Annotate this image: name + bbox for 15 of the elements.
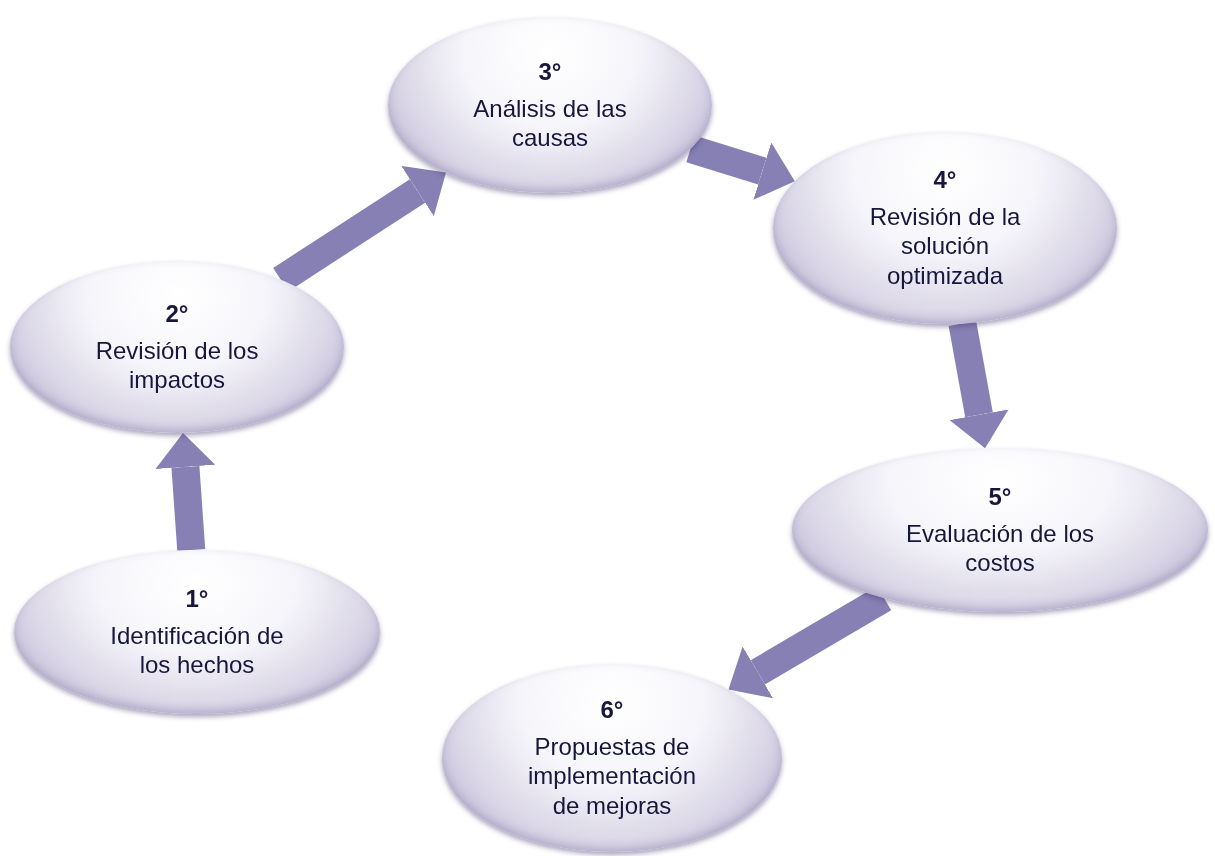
step-number: 4° — [933, 166, 957, 195]
block-arrow — [155, 432, 216, 552]
step-number: 3° — [538, 57, 562, 86]
step-number: 2° — [165, 299, 189, 328]
step-label: Propuestas de implementación de mejoras — [526, 732, 698, 820]
step-label: Evaluación de los costos — [904, 518, 1096, 578]
step-number: 1° — [185, 584, 209, 613]
step-label: Identificación de los hechos — [109, 620, 285, 680]
step-number: 6° — [600, 696, 624, 725]
step-number: 5° — [988, 482, 1012, 511]
step-label: Revisión de la solución optimizada — [868, 202, 1022, 290]
block-arrow — [686, 135, 795, 200]
step-label: Análisis de las causas — [472, 93, 628, 153]
step-label: Revisión de los impactos — [94, 335, 260, 395]
block-arrow — [948, 321, 1009, 449]
